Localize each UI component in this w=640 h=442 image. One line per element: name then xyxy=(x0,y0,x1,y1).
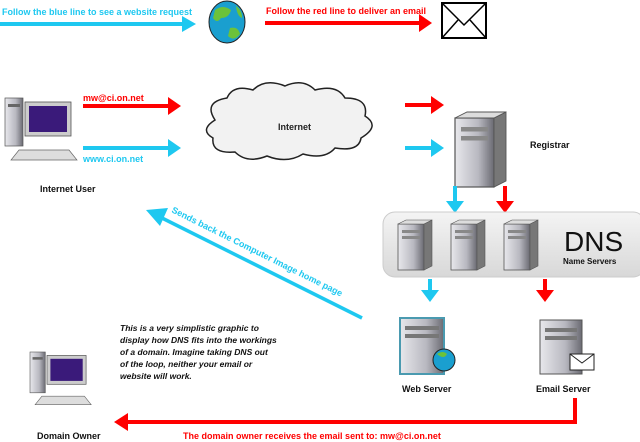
email-server-icon xyxy=(539,319,595,375)
website-address-label: www.ci.on.net xyxy=(82,154,143,164)
red-legend-arrow xyxy=(265,14,432,32)
registrar-red-arrow xyxy=(405,96,444,114)
registrar-label: Registrar xyxy=(530,140,570,150)
registrar-to-dns-red-arrow xyxy=(496,186,514,213)
email-address-label: mw@ci.on.net xyxy=(83,93,144,103)
envelope-icon xyxy=(441,2,487,39)
dns-to-email-red-arrow xyxy=(536,279,554,302)
red-legend-text: Follow the red line to deliver an email xyxy=(266,6,426,16)
internet-user-computer-icon xyxy=(4,97,78,161)
internet-cloud-icon xyxy=(205,82,373,161)
svg-text:display how DNS fits into the: display how DNS fits into the workings xyxy=(120,335,277,345)
user-blue-arrow xyxy=(83,139,181,157)
domain-owner-label: Domain Owner xyxy=(37,431,101,441)
internet-label: Internet xyxy=(278,122,311,132)
web-server-label: Web Server xyxy=(402,384,452,394)
web-server-icon xyxy=(399,317,456,375)
registrar-server-icon xyxy=(454,111,507,188)
return-blue-arrow xyxy=(146,208,363,320)
svg-text:website will work.: website will work. xyxy=(120,371,192,381)
name-server-icon xyxy=(503,219,539,271)
domain-owner-computer-icon xyxy=(29,351,92,406)
domain-owner-receive-text: The domain owner receives the email sent… xyxy=(183,431,441,441)
name-server-icon xyxy=(450,219,486,271)
internet-user-label: Internet User xyxy=(40,184,96,194)
svg-text:of a domain. Imagine taking DN: of a domain. Imagine taking DNS out xyxy=(120,347,269,357)
return-arrow-text: Sends back the Computer Image home page xyxy=(170,205,344,299)
email-delivery-red-arrow xyxy=(114,398,577,431)
registrar-to-dns-blue-arrow xyxy=(446,186,464,213)
name-server-icon xyxy=(397,219,433,271)
blue-legend-text: Follow the blue line to see a website re… xyxy=(2,7,192,17)
dns-subtitle: Name Servers xyxy=(563,257,617,266)
registrar-blue-arrow xyxy=(405,139,444,157)
email-server-label: Email Server xyxy=(536,384,591,394)
globe-icon xyxy=(208,0,246,44)
explanation-note: This is a very simplistic graphic to dis… xyxy=(120,323,277,381)
dns-to-web-blue-arrow xyxy=(421,279,439,302)
blue-legend-arrow xyxy=(0,16,196,32)
svg-text:of the loop, neither your emai: of the loop, neither your email or xyxy=(120,359,253,369)
user-red-arrow xyxy=(83,97,181,115)
svg-text:This is a very simplistic grap: This is a very simplistic graphic to xyxy=(120,323,259,333)
dns-title: DNS xyxy=(564,226,623,257)
